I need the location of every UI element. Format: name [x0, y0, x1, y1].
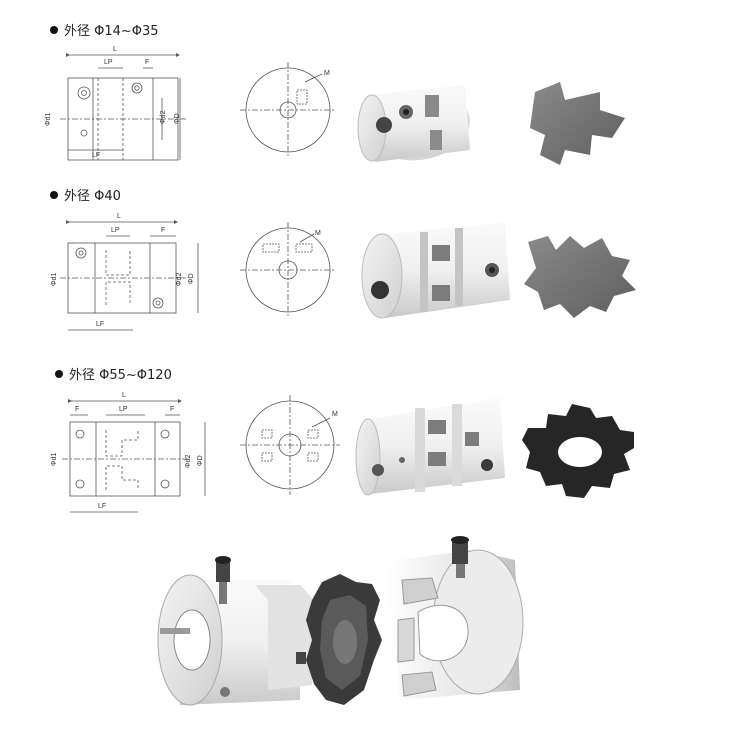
dim-label-LP: LP	[119, 406, 128, 413]
dim-label-F: F	[145, 59, 149, 66]
exploded-coupling-view	[157, 536, 524, 706]
dim-label-L: L	[122, 392, 126, 399]
section-title-1: 外径 Φ14~Φ35	[50, 20, 159, 39]
dim-label-LF: LF	[96, 321, 104, 328]
dim-label-F: F	[75, 406, 79, 413]
coupling-photo-3	[355, 398, 505, 496]
dim-label-M: M	[324, 70, 330, 77]
dim-label-LF: LF	[92, 152, 100, 159]
spider-photo-3	[522, 404, 634, 498]
end-view-drawing-2	[240, 222, 336, 318]
dim-label-M: M	[315, 230, 321, 237]
dim-label-D: ΦD	[188, 273, 195, 284]
dim-label-L: L	[117, 213, 121, 220]
coupling-photo-2	[361, 222, 510, 319]
dim-label-d1: Φd1	[51, 273, 58, 286]
dim-label-d1: Φd1	[45, 113, 52, 126]
bullet-icon	[50, 25, 58, 34]
dim-label-d1: Φd1	[51, 453, 58, 466]
dimension-drawing-2	[60, 220, 199, 331]
dim-label-L: L	[113, 46, 117, 53]
section-title-text: 外径 Φ14~Φ35	[64, 24, 159, 39]
end-view-drawing-3	[240, 395, 340, 495]
bullet-icon	[55, 369, 63, 378]
dim-label-F: F	[170, 406, 174, 413]
dimension-drawing-3	[62, 399, 206, 513]
end-view-drawing-1	[240, 62, 336, 158]
dim-label-LP: LP	[104, 59, 113, 66]
dim-label-d2: Φd2	[176, 273, 183, 286]
dimension-drawing-1	[60, 53, 188, 161]
dim-label-d2: Φd2	[160, 111, 167, 124]
dim-label-F: F	[161, 227, 165, 234]
section-title-2: 外径 Φ40	[50, 185, 121, 204]
dim-label-D: ΦD	[174, 113, 181, 124]
spider-photo-2	[524, 236, 636, 318]
dim-label-LP: LP	[111, 227, 120, 234]
spider-photo-1	[530, 82, 625, 165]
dim-label-LF: LF	[98, 503, 106, 510]
section-title-3: 外径 Φ55~Φ120	[55, 364, 172, 383]
dim-label-M: M	[332, 411, 338, 418]
dim-label-d2: Φd2	[185, 455, 192, 468]
bullet-icon	[50, 190, 58, 199]
section-title-text: 外径 Φ40	[64, 189, 121, 204]
coupling-photo-1	[357, 85, 470, 162]
section-title-text: 外径 Φ55~Φ120	[69, 368, 172, 383]
dim-label-D: ΦD	[197, 455, 204, 466]
